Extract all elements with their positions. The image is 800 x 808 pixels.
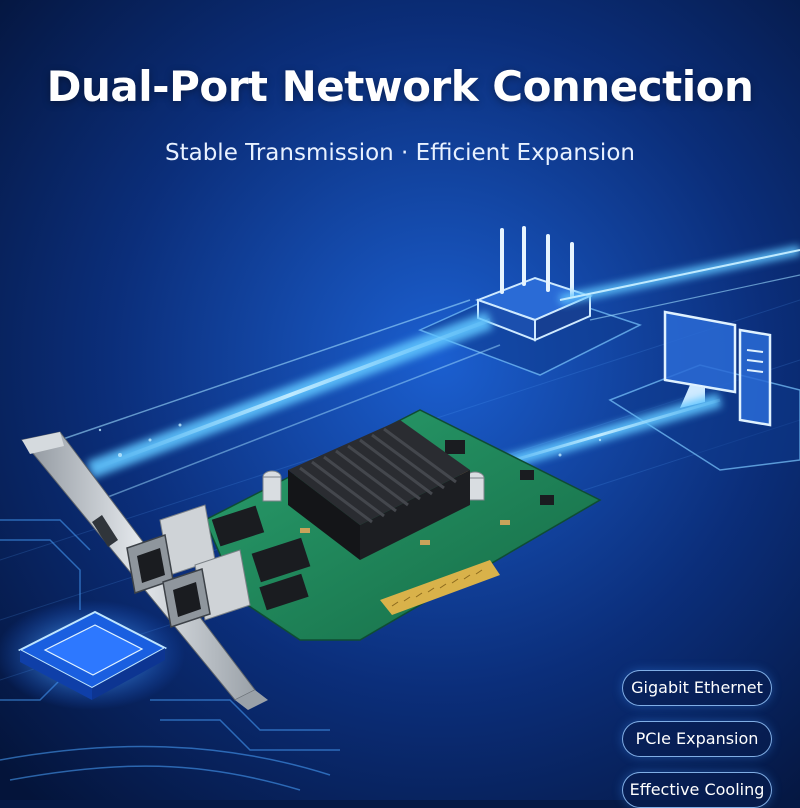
subheadline: Stable Transmission · Efficient Expansio…: [165, 140, 635, 166]
chip-icon: [0, 600, 185, 710]
network-card: [21, 409, 602, 710]
light-beams: [59, 245, 800, 501]
computer-icon: [608, 310, 800, 471]
router-icon: [418, 226, 642, 376]
feature-badge-gigabit-ethernet: Gigabit Ethernet: [622, 670, 772, 706]
ethernet-port-icon: [126, 504, 251, 628]
feature-badge-effective-cooling: Effective Cooling: [622, 772, 772, 808]
feature-badge-pcie-expansion: PCIe Expansion: [622, 721, 772, 757]
headline: Dual-Port Network Connection: [46, 62, 754, 111]
heatsink-icon: [288, 420, 470, 560]
